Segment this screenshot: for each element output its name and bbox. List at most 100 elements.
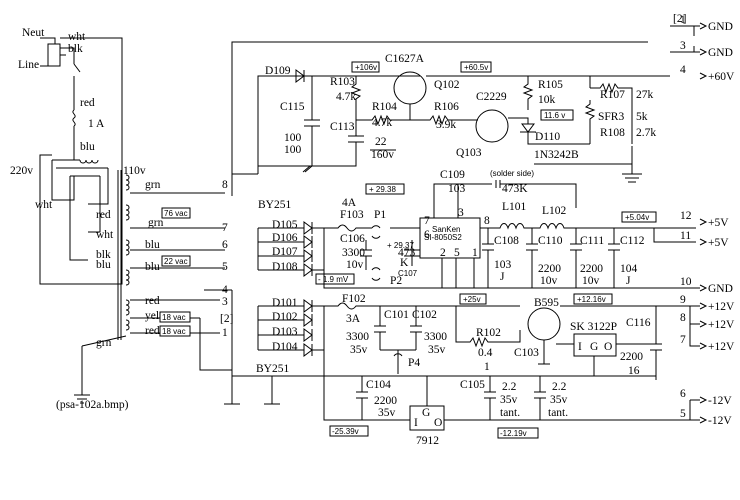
v110-label: 110v <box>123 165 146 177</box>
c112-capacitor-icon <box>608 228 620 288</box>
v60-box <box>460 61 492 73</box>
c104v1-label: 2200 <box>374 395 397 407</box>
sk-label: SK 3122P <box>570 321 617 333</box>
r107v-label: 27k <box>636 89 654 101</box>
r102-resistor-icon <box>455 306 521 348</box>
c115v2-label: 100 <box>284 144 302 156</box>
left-pin-1: 1 <box>222 327 228 339</box>
connector-pin-label: -12V <box>708 415 732 427</box>
v106-label: +106v <box>355 63 377 72</box>
f103-label: F103 <box>340 209 364 221</box>
mains-section: Neut Line wht blk red 1 A blu 220v 110v … <box>10 27 146 340</box>
red3-label: red <box>145 295 160 307</box>
left-pin-8: 8 <box>222 179 228 191</box>
connector-pin-number: 4 <box>680 64 686 76</box>
d102-label: D102 <box>272 311 298 323</box>
vac22-label: 22 vac <box>164 257 188 266</box>
c111-capacitor-icon <box>570 228 582 288</box>
vac76-box <box>161 207 191 219</box>
v2938-label: + 29.38 <box>369 185 396 194</box>
blu-label: blu <box>80 141 95 153</box>
c1627-label: C1627A <box>385 53 425 65</box>
c112-label: C112 <box>620 235 645 247</box>
v106-box <box>351 61 380 73</box>
sanken1-label: SanKen <box>432 225 460 234</box>
connector-pin-label: +12V <box>708 341 735 353</box>
ground-icon <box>302 165 313 173</box>
neut-label: Neut <box>22 27 45 39</box>
r105-label: R105 <box>538 79 563 91</box>
vac18a-box <box>159 311 191 323</box>
b595-transistor-icon <box>527 307 561 341</box>
c106-capacitor-icon <box>360 240 372 270</box>
r106-label: R106 <box>434 101 459 113</box>
rectifier-diode-icons <box>303 221 313 277</box>
blu3-label: blu <box>96 259 111 271</box>
transformer-secondary-icon <box>125 174 130 331</box>
d108-label: D108 <box>272 261 298 273</box>
c115v1-label: 100 <box>284 132 302 144</box>
l101-label: L101 <box>502 201 527 213</box>
power-switch-icon <box>60 47 81 82</box>
fuse-label: 1 A <box>88 118 105 130</box>
f102-label: F102 <box>342 293 366 305</box>
d109-label: D109 <box>265 65 291 77</box>
c110-label: C110 <box>538 235 563 247</box>
connector-pin-label: -12V <box>708 395 732 407</box>
c116v1-label: 2200 <box>620 351 643 363</box>
connector-pin-number: 3 <box>680 40 686 52</box>
wht-label: wht <box>68 31 86 43</box>
vac22-box <box>161 255 191 267</box>
p2-jumper-icon <box>371 267 381 281</box>
c110v2-label: 10v <box>540 275 558 287</box>
connector-pin-number: 11 <box>680 230 691 242</box>
vac18b-label: 18 vac <box>162 327 186 336</box>
section-12v: 18 vac 18 vac D101 D102 D103 D104 BY251 … <box>159 293 700 380</box>
vneg2539-box <box>329 425 369 437</box>
r106-resistor-icon <box>410 114 478 126</box>
c106-label: C106 <box>340 233 365 245</box>
f102-fuse-icon <box>324 302 520 310</box>
rectifier-diode-icons-2 <box>303 299 313 357</box>
c473-label: 473K <box>502 183 528 195</box>
pin3-label: 3 <box>458 207 464 219</box>
rg-o-label: O <box>434 417 442 429</box>
vac18a-label: 18 vac <box>162 313 186 322</box>
vneg2539-label: -25.39v <box>332 427 359 436</box>
p4-jumper-icon <box>380 349 416 374</box>
connector-arrow-icon <box>699 72 708 80</box>
p4-label: P4 <box>408 357 420 369</box>
c105v3-label: tant. <box>500 407 520 419</box>
connector-pin-label: +60V <box>708 71 735 83</box>
c2v2-label: 35v <box>550 394 568 406</box>
v220-label: 220v <box>10 165 33 177</box>
c108v2-label: J <box>500 271 505 283</box>
c2v1-label: 2.2 <box>552 381 567 393</box>
connector-pin-number: 10 <box>680 276 692 288</box>
blk-label: blk <box>68 43 83 55</box>
connector-arrow-icon <box>699 320 708 328</box>
r103v-label: 4.7k <box>336 91 356 103</box>
f103v-label: 4A <box>342 197 357 209</box>
pin7-label: 7 <box>424 215 430 227</box>
secondary-leads: grn grn red wht blu blk blu blu red yel … <box>74 41 648 404</box>
pin1-label: 1 <box>472 247 478 259</box>
c111-label: C111 <box>580 235 604 247</box>
r107-resistor-icon <box>589 76 633 144</box>
r102-label: R102 <box>476 327 501 339</box>
c108-capacitor-icon <box>482 228 494 288</box>
v1216-box <box>573 293 613 305</box>
c473-capacitor-icon <box>458 180 577 208</box>
c105v1-label: 2.2 <box>502 381 517 393</box>
connector-pin-label: +12V <box>708 301 735 313</box>
ground-icons <box>224 370 280 405</box>
connector-pin-number: 8 <box>680 312 686 324</box>
connector-arrow-icon <box>699 238 708 246</box>
connector-arrow-icon <box>699 284 708 292</box>
p1-label: P1 <box>374 209 386 221</box>
c102v1-label: 3300 <box>424 331 447 343</box>
v11-box <box>540 109 574 121</box>
c105-capacitor-icon <box>484 376 496 420</box>
vneg19-box <box>315 273 355 285</box>
left-pin-6: 6 <box>222 239 228 251</box>
